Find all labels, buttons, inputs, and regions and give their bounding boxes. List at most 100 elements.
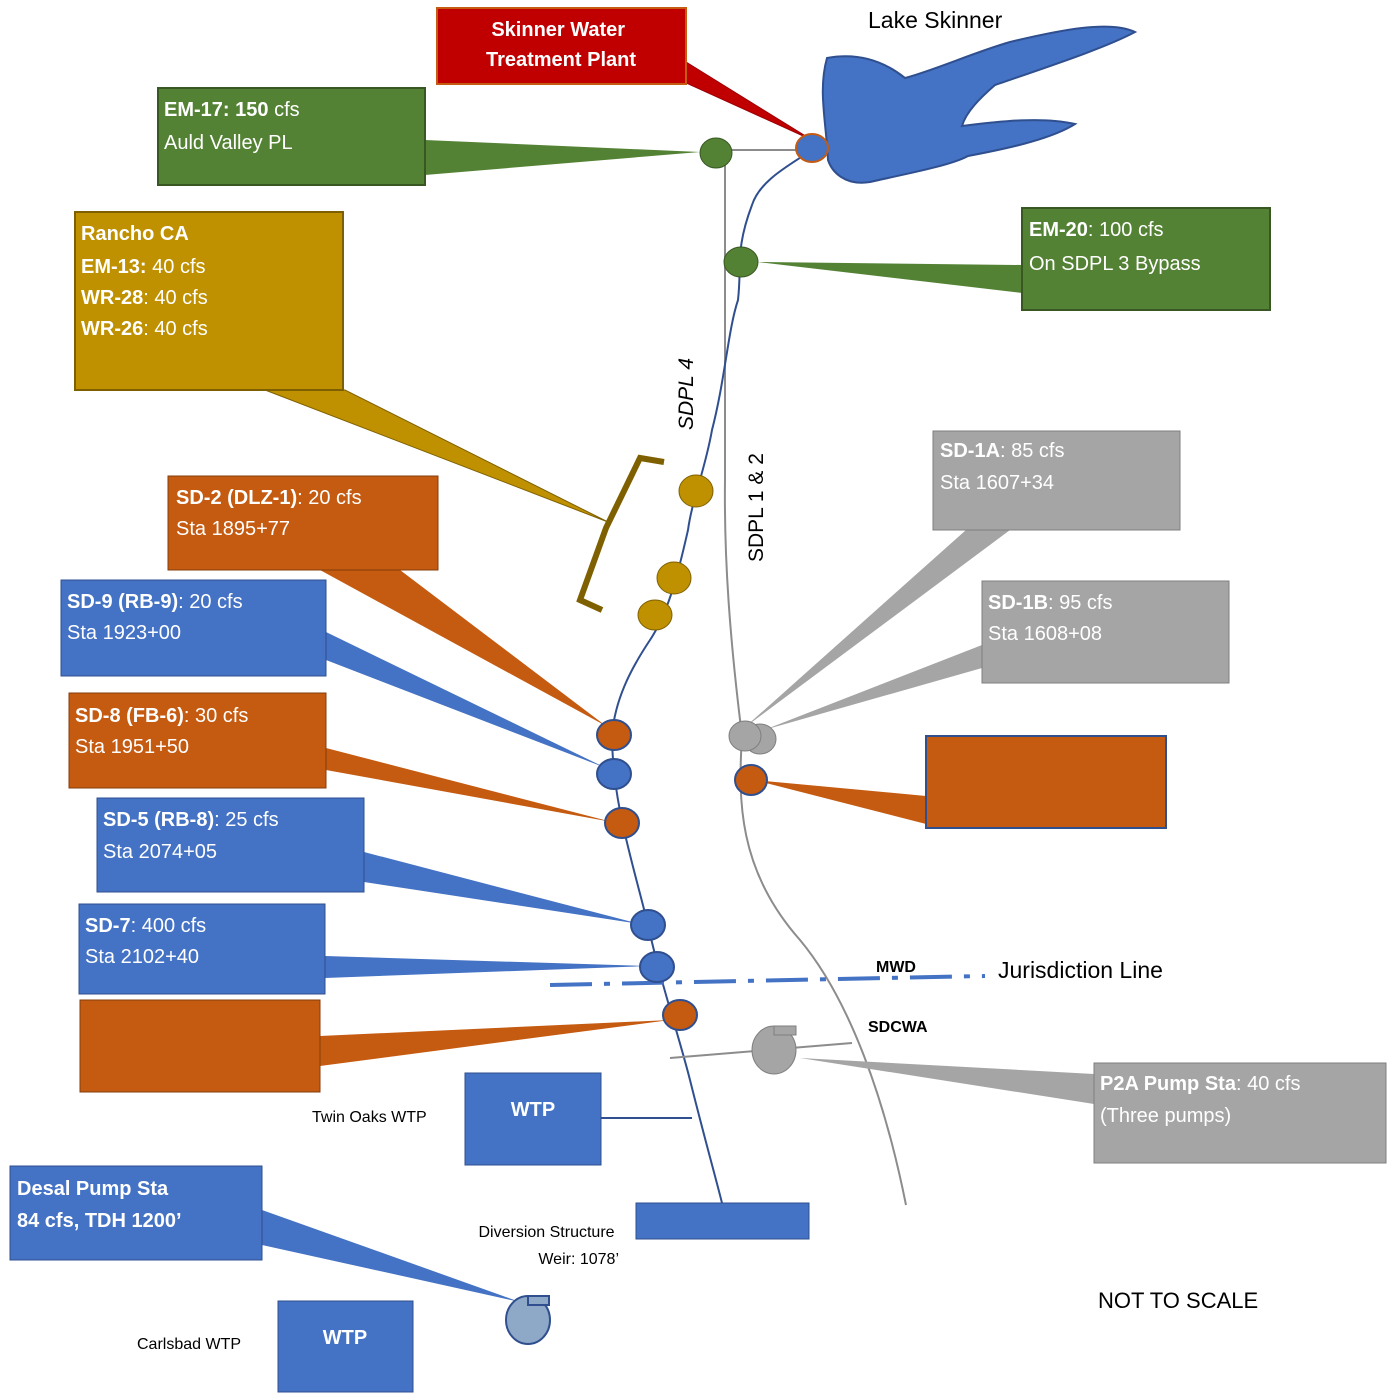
carlsbad-label: Carlsbad WTP [137, 1336, 241, 1353]
sd1b-pointer [764, 645, 982, 730]
rancho-item-0-id: EM-13: [81, 256, 147, 278]
sd8-node [604, 807, 640, 839]
not-to-scale-note: NOT TO SCALE [1098, 1288, 1258, 1313]
sd1b-sta: Sta 1608+08 [988, 623, 1102, 645]
sd7-node [639, 951, 675, 983]
sd2-rest: : 20 cfs [297, 487, 361, 509]
rancho-box [74, 211, 344, 391]
em17-line2: Auld Valley PL [164, 132, 293, 154]
sd7-pointer [325, 956, 648, 978]
em20-node [723, 246, 759, 278]
sd2-pointer [320, 570, 606, 726]
rancho-title: Rancho CA [81, 223, 189, 245]
sd5-id: SD-5 (RB-8) [103, 809, 214, 831]
sd9-pointer [326, 632, 606, 768]
em20-id: EM-20 [1029, 219, 1088, 241]
skinner-plant-line2: Treatment Plant [486, 49, 636, 71]
sdpl4-label: SDPL 4 [675, 358, 698, 430]
rancho-node-3 [637, 599, 673, 631]
svg-text:Diversion Structure Weir:: Diversion Structure Weir: 1078’ [479, 1224, 620, 1268]
p2a-pump-icon [751, 1025, 797, 1075]
sd1a-id: SD-1A [940, 440, 1000, 462]
p2a-line2: (Three pumps) [1100, 1105, 1231, 1127]
rancho-item-1-rest: : 40 cfs [143, 287, 207, 309]
sd7-box [78, 903, 326, 995]
sd7-rest: : 400 cfs [131, 915, 207, 937]
sd1a-rest: : 85 cfs [1000, 440, 1064, 462]
jurisdiction-line [549, 974, 986, 987]
sd8-pointer [326, 748, 612, 822]
sdcwa-label: SDCWA [868, 1019, 928, 1036]
sd1b-rest: : 95 cfs [1048, 592, 1112, 614]
unlabeled-orange-left-box [79, 999, 321, 1093]
sd1a-node [728, 720, 762, 752]
em17-box [157, 87, 426, 186]
unlabeled-orange-right-pointer [754, 780, 926, 824]
sd7-sta: Sta 2102+40 [85, 946, 199, 968]
sd2-sta: Sta 1895+77 [176, 518, 290, 540]
desal-pointer [262, 1210, 520, 1302]
sd5-node [630, 909, 666, 941]
twin-oaks-label: Twin Oaks WTP [312, 1109, 427, 1126]
mwd-label: MWD [876, 959, 916, 976]
sd2-id: SD-2 (DLZ-1) [176, 487, 297, 509]
twin-oaks-wtp-box-label: WTP [511, 1099, 555, 1121]
p2a-box [1093, 1062, 1387, 1164]
sd7-id: SD-7 [85, 915, 131, 937]
sd8-rest: : 30 cfs [184, 705, 248, 727]
svg-text:EM-17: 150 cfs Auld Valley: EM-17: 150 cfs Auld Valley PL [164, 99, 305, 154]
sd1a-box [932, 430, 1181, 531]
sd9-node [596, 758, 632, 790]
lake-skinner-shape [821, 25, 1138, 184]
svg-text:Skinner Water Treatment Pl: Skinner Water Treatment Plant [486, 19, 636, 71]
em20-rest: : 100 cfs [1088, 219, 1164, 241]
desal-line1: Desal Pump Sta [17, 1178, 169, 1200]
svg-text:SD-1A: 85 cfs Sta 1607+34: SD-1A: 85 cfs Sta 1607+34 [940, 440, 1070, 494]
em20-pointer [758, 262, 1022, 293]
sd1a-pointer [744, 530, 1010, 728]
sd1a-sta: Sta 1607+34 [940, 472, 1054, 494]
rancho-item-0-rest: 40 cfs [147, 256, 206, 278]
em17-unit: cfs [269, 99, 300, 121]
unlabeled-orange-left-pointer [320, 1020, 670, 1066]
p2a-pointer [800, 1058, 1094, 1104]
diversion-line2: Weir: 1078’ [538, 1251, 619, 1268]
sd2-node [596, 719, 632, 751]
em17-pointer [425, 140, 700, 175]
p2a-rest: : 40 cfs [1236, 1073, 1300, 1095]
desal-line2: 84 cfs, TDH 1200’ [17, 1210, 182, 1232]
sd1b-box [981, 580, 1230, 684]
skinner-outlet-node [795, 133, 829, 163]
svg-text:SD-5 (RB-8): 25 cfs Sta 20: SD-5 (RB-8): 25 cfs Sta 2074+05 [103, 809, 284, 863]
svg-text:P2A Pump Sta: 40 cfs (Thre: P2A Pump Sta: 40 cfs (Three pumps) [1100, 1073, 1306, 1127]
sd1b-id: SD-1B [988, 592, 1048, 614]
sd8-box [68, 692, 327, 789]
em20-line2: On SDPL 3 Bypass [1029, 253, 1201, 275]
sd8-id: SD-8 (FB-6) [75, 705, 184, 727]
jurisdiction-label: Jurisdiction Line [998, 957, 1163, 983]
svg-text:Rancho CA EM-13: 40 cfs: Rancho CA EM-13: 40 cfs WR-28: 40 cfs WR… [81, 223, 213, 340]
em17-id: EM-17: [164, 99, 230, 121]
unlabeled-orange-left-node [662, 999, 698, 1031]
sd5-box [96, 797, 365, 893]
sd9-box [60, 579, 327, 677]
sd5-pointer [364, 852, 640, 924]
desal-box [9, 1165, 263, 1261]
sd9-id: SD-9 (RB-9) [67, 591, 178, 613]
svg-text:Desal Pump Sta 84 cfs, TDH: Desal Pump Sta 84 cfs, TDH 1200’ [17, 1178, 182, 1232]
sd2-box [167, 475, 439, 571]
diversion-structure-box [635, 1202, 810, 1240]
svg-text:SD-9 (RB-9): 20 cfs Sta 19: SD-9 (RB-9): 20 cfs Sta 1923+00 [67, 591, 248, 644]
p2a-id: P2A Pump Sta [1100, 1073, 1237, 1095]
sd9-sta: Sta 1923+00 [67, 622, 181, 644]
svg-text:EM-20: 100 cfs On SDPL 3 B: EM-20: 100 cfs On SDPL 3 Bypass [1029, 219, 1201, 275]
em20-box [1021, 207, 1271, 311]
rancho-node-2 [656, 561, 692, 595]
skinner-plant-box [436, 7, 687, 85]
sd5-rest: : 25 cfs [214, 809, 278, 831]
carlsbad-wtp-box [277, 1300, 414, 1393]
em17-node [699, 137, 733, 169]
rancho-item-2-id: WR-26 [81, 318, 143, 340]
svg-text:SD-2 (DLZ-1): 20 cfs Sta 1: SD-2 (DLZ-1): 20 cfs Sta 1895+77 [176, 487, 367, 540]
